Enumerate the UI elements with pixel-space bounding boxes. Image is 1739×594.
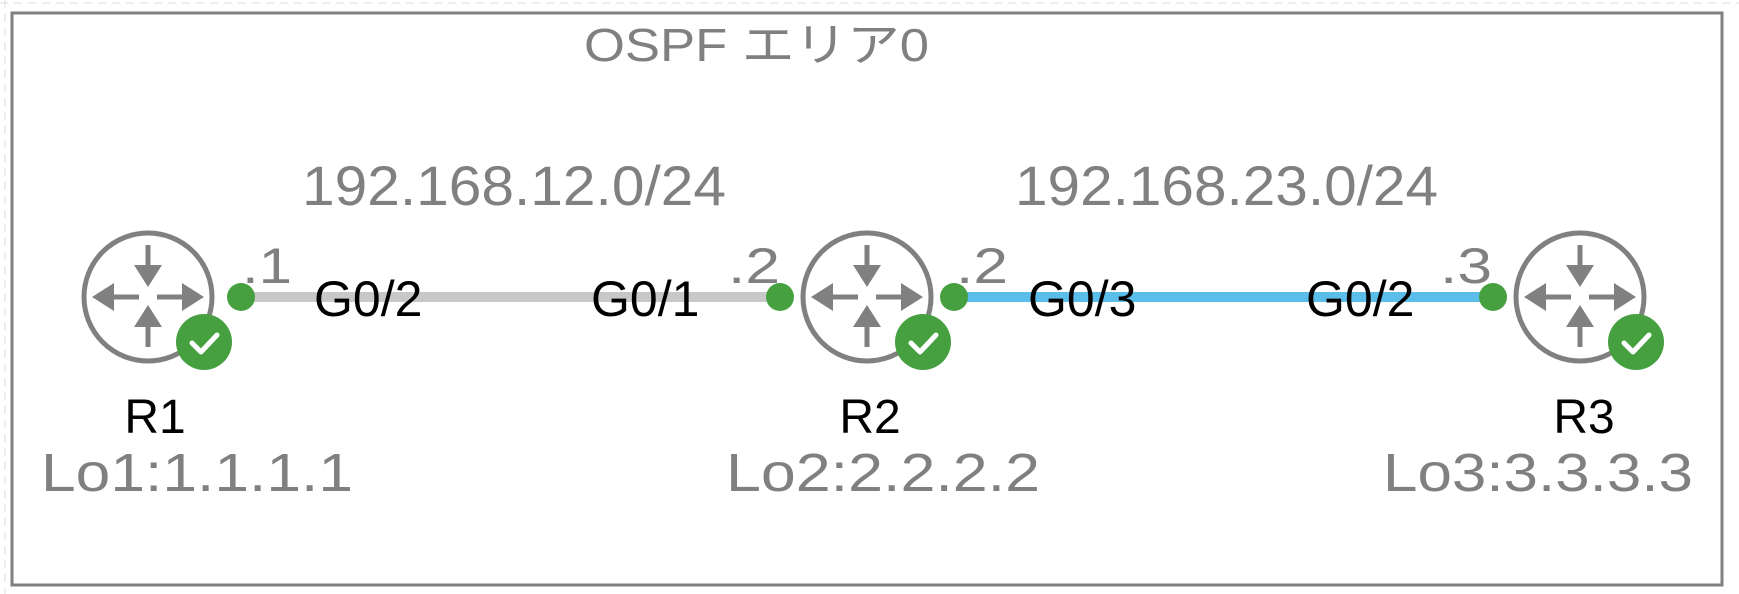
loopback-label: Lo1:1.1.1.1 bbox=[41, 443, 353, 503]
host-address: .1 bbox=[242, 238, 292, 294]
port-dot[interactable] bbox=[940, 283, 968, 311]
router-r2[interactable] bbox=[803, 233, 951, 370]
router-r3[interactable] bbox=[1516, 233, 1664, 370]
loopback-label: Lo2:2.2.2.2 bbox=[726, 443, 1040, 503]
loopback-label: Lo3:3.3.3.3 bbox=[1383, 443, 1693, 503]
interface-label: G0/3 bbox=[1028, 271, 1136, 327]
router-r1[interactable] bbox=[84, 233, 232, 370]
router-name: R1 bbox=[124, 391, 185, 444]
router-name: R3 bbox=[1553, 391, 1614, 444]
port-dot[interactable] bbox=[1479, 283, 1507, 311]
router-name: R2 bbox=[839, 391, 900, 444]
area-label: OSPF エリア0 bbox=[584, 19, 929, 71]
interface-label: G0/1 bbox=[591, 271, 699, 327]
port-dot[interactable] bbox=[766, 283, 794, 311]
ospf-area-frame bbox=[10, 11, 1724, 587]
status-check-icon bbox=[895, 314, 951, 370]
port-dot[interactable] bbox=[227, 283, 255, 311]
interface-label: G0/2 bbox=[314, 271, 422, 327]
interface-label: G0/2 bbox=[1306, 271, 1414, 327]
host-address: .2 bbox=[728, 238, 780, 294]
network-label: 192.168.12.0/24 bbox=[302, 154, 726, 217]
status-check-icon bbox=[1608, 314, 1664, 370]
status-check-icon bbox=[176, 314, 232, 370]
host-address: .3 bbox=[1440, 238, 1492, 294]
host-address: .2 bbox=[956, 238, 1008, 294]
network-label: 192.168.23.0/24 bbox=[1015, 154, 1438, 217]
